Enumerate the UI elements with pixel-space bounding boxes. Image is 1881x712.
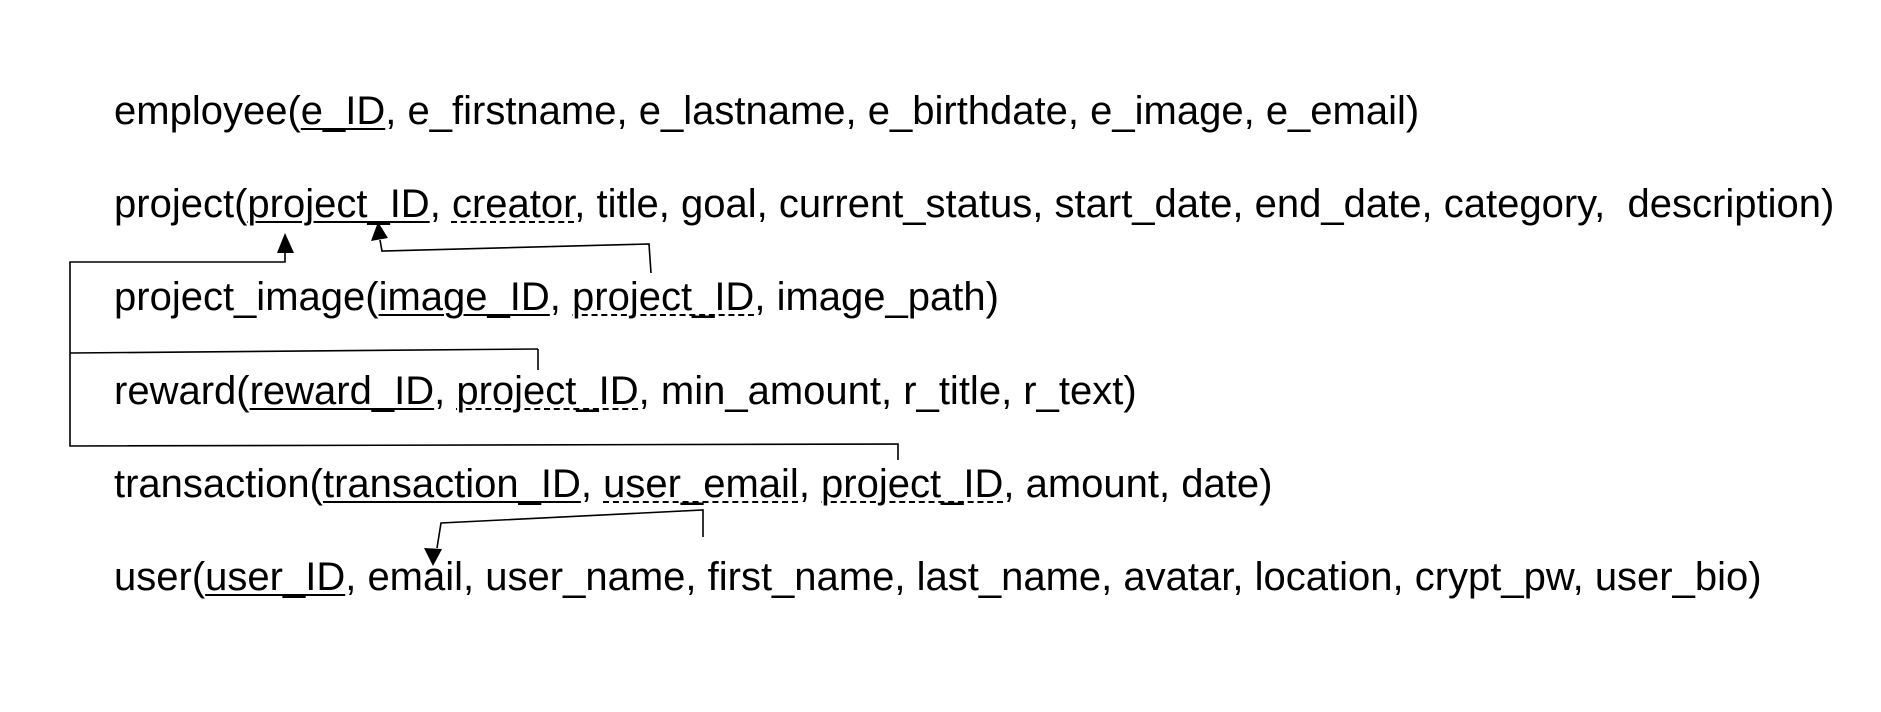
attribute: date [1181, 462, 1260, 506]
attribute: description [1616, 182, 1821, 226]
relation-project-image: project_image(image_ID, project_ID, imag… [114, 275, 999, 319]
attribute-pk: user_ID [205, 555, 346, 599]
attribute: last_name [916, 555, 1102, 599]
attribute: e_firstname [407, 89, 617, 133]
reference-line-to-user-email [436, 509, 704, 549]
relation-name: project [114, 182, 235, 226]
relation-name: employee [114, 89, 288, 133]
reference-line-project-image-project-id [69, 348, 539, 354]
arrowhead-project-id [277, 233, 294, 253]
attribute-fk: project_ID [821, 462, 1004, 506]
attribute-pk: reward_ID [249, 369, 435, 413]
attribute-pk: e_ID [300, 89, 386, 133]
attribute: start_date [1054, 182, 1233, 226]
attribute-pk: image_ID [378, 275, 550, 319]
attribute: image_path [776, 275, 986, 319]
relation-name: user [114, 555, 192, 599]
reference-line-to-creator [379, 239, 652, 274]
attribute: user_bio [1594, 555, 1749, 599]
relation-transaction: transaction(transaction_ID, user_email, … [114, 462, 1273, 506]
attribute: e_image [1090, 89, 1244, 133]
attribute: first_name [707, 555, 895, 599]
attribute-fk: user_email [603, 462, 799, 506]
attribute: category [1443, 182, 1595, 226]
attribute: user_name [485, 555, 686, 599]
attribute: amount [1025, 462, 1160, 506]
attribute: crypt_pw [1414, 555, 1573, 599]
attribute: avatar [1123, 555, 1233, 599]
attribute-pk: project_ID [247, 182, 430, 226]
attribute: e_birthdate [867, 89, 1068, 133]
attribute: location [1254, 555, 1393, 599]
attribute: min_amount [660, 369, 882, 413]
attribute: r_text [1023, 369, 1124, 413]
relation-project: project(project_ID, creator, title, goal… [114, 182, 1835, 226]
attribute: title [596, 182, 659, 226]
attribute: e_email [1265, 89, 1406, 133]
relation-name: project_image [114, 275, 366, 319]
attribute-fk: project_ID [572, 275, 755, 319]
attribute: end_date [1254, 182, 1422, 226]
relation-employee: employee(e_ID, e_firstname, e_lastname, … [114, 89, 1420, 133]
attribute-fk: project_ID [456, 369, 639, 413]
relation-reward: reward(reward_ID, project_ID, min_amount… [114, 369, 1137, 413]
attribute: r_title [903, 369, 1002, 413]
relation-name: transaction [114, 462, 310, 506]
attribute-fk: creator [451, 182, 575, 226]
attribute: email [367, 555, 464, 599]
attribute: e_lastname [638, 89, 846, 133]
relation-user: user(user_ID, email, user_name, first_na… [114, 555, 1762, 599]
attribute-pk: transaction_ID [323, 462, 581, 506]
attribute: goal [680, 182, 757, 226]
attribute: current_status [778, 182, 1033, 226]
relation-name: reward [114, 369, 237, 413]
